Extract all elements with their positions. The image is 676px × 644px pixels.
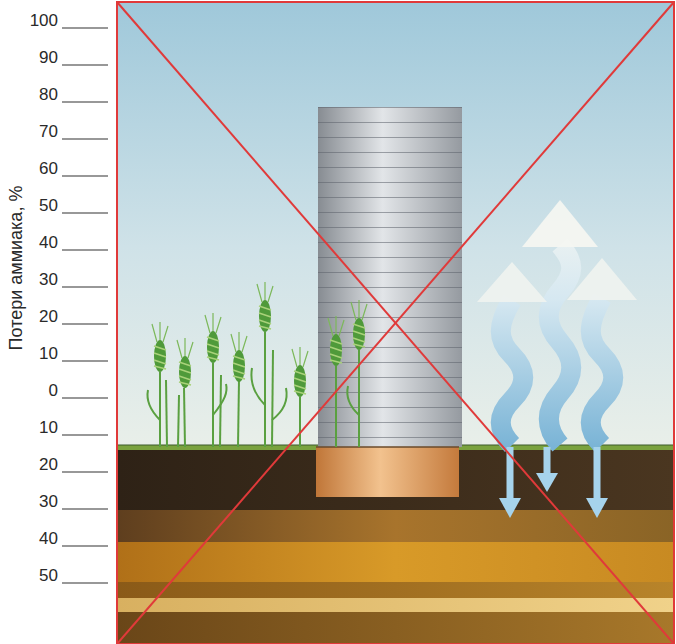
axis-tick-label: 0 — [6, 381, 58, 401]
axis-tick-label: 50 — [6, 566, 58, 586]
axis-tick-label: 40 — [6, 529, 58, 549]
axis-tick-label: 20 — [6, 455, 58, 475]
axis-tick-label: 80 — [6, 85, 58, 105]
axis-tick-label: 90 — [6, 48, 58, 68]
axis-tick-label: 60 — [6, 159, 58, 179]
axis-tick-label: 30 — [6, 492, 58, 512]
axis-title: Потери аммиака, % — [5, 186, 27, 351]
axis-tick-label: 100 — [6, 11, 58, 31]
axis-tick-label: 10 — [6, 418, 58, 438]
axis-tick-label: 70 — [6, 122, 58, 142]
